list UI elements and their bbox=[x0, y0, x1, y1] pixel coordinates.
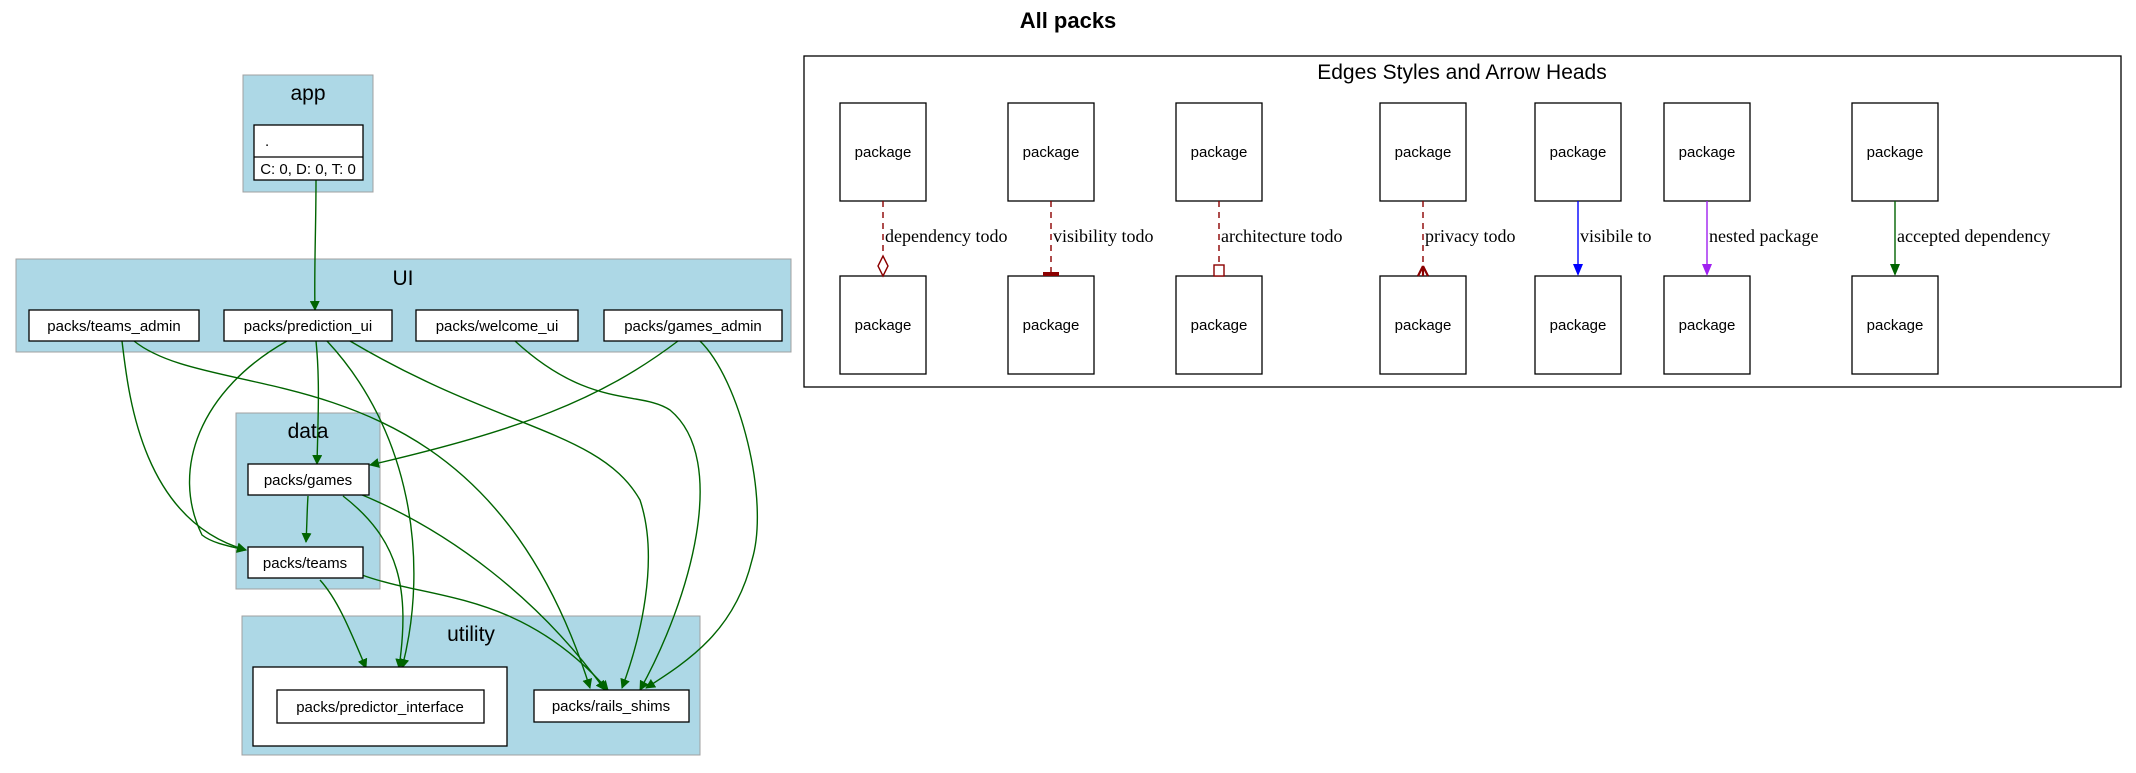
legend-title: Edges Styles and Arrow Heads bbox=[1317, 61, 1607, 84]
edge-welcome-ui-to-rails-shims bbox=[514, 340, 701, 691]
node-welcome-ui-label: packs/welcome_ui bbox=[436, 318, 559, 335]
legend-package-label: package bbox=[855, 144, 912, 161]
legend-item-architecture-todo: package package architecture todo bbox=[1175, 102, 1342, 375]
node-predictor-interface-label: packs/predictor_interface bbox=[296, 699, 464, 716]
node-games[interactable]: packs/games bbox=[247, 463, 370, 496]
legend-target-package: package bbox=[1007, 275, 1095, 375]
legend-package-label: package bbox=[1191, 144, 1248, 161]
legend-target-package: package bbox=[1663, 275, 1751, 375]
edge-games-to-teams bbox=[301, 495, 312, 543]
node-welcome-ui[interactable]: packs/welcome_ui bbox=[415, 309, 579, 342]
legend-source-package: package bbox=[1007, 102, 1095, 202]
node-root[interactable]: . C: 0, D: 0, T: 0 bbox=[253, 124, 364, 181]
edge-teams-to-rails-shims bbox=[361, 574, 609, 691]
legend-source-package: package bbox=[1534, 102, 1622, 202]
cluster-utility-label: utility bbox=[447, 623, 495, 646]
legend-edge-label: visibile to bbox=[1580, 226, 1652, 246]
node-teams[interactable]: packs/teams bbox=[247, 546, 364, 579]
legend-target-package: package bbox=[1175, 275, 1263, 375]
edge-root-to-prediction-ui bbox=[309, 179, 320, 311]
legend-package-label: package bbox=[1191, 317, 1248, 334]
legend-package-label: package bbox=[1550, 144, 1607, 161]
legend: Edges Styles and Arrow Heads packagepack… bbox=[803, 55, 2122, 388]
cluster-data-label: data bbox=[288, 420, 329, 443]
legend-package-label: package bbox=[1679, 144, 1736, 161]
normal-arrowhead bbox=[1702, 264, 1712, 276]
legend-package-label: package bbox=[1023, 317, 1080, 334]
edge-teams-admin-to-rails-shims bbox=[133, 340, 593, 689]
node-prediction-ui[interactable]: packs/prediction_ui bbox=[223, 309, 393, 342]
legend-package-label: package bbox=[1395, 317, 1452, 334]
legend-target-package: package bbox=[1534, 275, 1622, 375]
edge-games-admin-to-games bbox=[369, 340, 679, 468]
legend-edge-label: dependency todo bbox=[885, 226, 1007, 246]
node-root-name: . bbox=[265, 133, 269, 150]
node-rails-shims[interactable]: packs/rails_shims bbox=[533, 689, 690, 723]
graph-title: All packs bbox=[1020, 8, 1117, 33]
normal-arrowhead bbox=[1573, 264, 1583, 276]
edge-prediction-ui-to-games bbox=[312, 340, 323, 465]
node-predictor-interface[interactable]: packs/predictor_interface bbox=[252, 666, 508, 747]
legend-package-label: package bbox=[855, 317, 912, 334]
node-games-label: packs/games bbox=[264, 472, 352, 489]
legend-item-nested-package: package package nested package bbox=[1663, 102, 1818, 375]
legend-edge-label: architecture todo bbox=[1221, 226, 1342, 246]
edge-games-to-rails-shims bbox=[354, 491, 606, 691]
edge-prediction-ui-to-rails-shims bbox=[349, 340, 649, 689]
legend-package-label: package bbox=[1867, 317, 1924, 334]
edge-teams-to-predictor-interface bbox=[319, 579, 368, 669]
legend-edge-label: accepted dependency bbox=[1897, 226, 2050, 246]
node-teams-admin[interactable]: packs/teams_admin bbox=[28, 309, 200, 342]
edge-prediction-ui-to-predictor-interface bbox=[326, 340, 415, 669]
edge-games-to-predictor-interface bbox=[342, 495, 406, 669]
legend-target-package: package bbox=[1379, 275, 1467, 375]
node-teams-admin-label: packs/teams_admin bbox=[47, 318, 180, 335]
legend-package-label: package bbox=[1395, 144, 1452, 161]
legend-item-privacy-todo: package package privacy todo bbox=[1379, 102, 1515, 375]
legend-item-visibility-todo: package package visibility todo bbox=[1007, 102, 1154, 375]
node-prediction-ui-label: packs/prediction_ui bbox=[244, 318, 372, 335]
node-rails-shims-label: packs/rails_shims bbox=[552, 698, 670, 715]
legend-source-package: package bbox=[1175, 102, 1263, 202]
obox-arrowhead bbox=[1213, 264, 1225, 277]
dependency-edges bbox=[121, 179, 759, 691]
edge-prediction-ui-to-teams bbox=[188, 340, 288, 553]
node-teams-label: packs/teams bbox=[263, 555, 347, 572]
node-games-admin[interactable]: packs/games_admin bbox=[603, 309, 783, 342]
odiamond-arrowhead bbox=[877, 254, 889, 278]
legend-source-package: package bbox=[1379, 102, 1467, 202]
crow-arrowhead bbox=[1417, 265, 1429, 277]
legend-source-package: package bbox=[839, 102, 927, 202]
legend-package-label: package bbox=[1867, 144, 1924, 161]
edge-teams-admin-to-teams bbox=[121, 340, 247, 553]
node-root-stats: C: 0, D: 0, T: 0 bbox=[260, 161, 356, 178]
legend-edge-label: visibility todo bbox=[1053, 226, 1154, 246]
cluster-ui-label: UI bbox=[393, 267, 414, 290]
legend-package-label: package bbox=[1550, 317, 1607, 334]
legend-item-accepted-dependency: package package accepted dependency bbox=[1851, 102, 2050, 375]
legend-edge-label: nested package bbox=[1709, 226, 1818, 246]
legend-source-package: package bbox=[1851, 102, 1939, 202]
node-games-admin-label: packs/games_admin bbox=[624, 318, 762, 335]
legend-edge-label: privacy todo bbox=[1425, 226, 1515, 246]
legend-source-package: package bbox=[1663, 102, 1751, 202]
legend-package-label: package bbox=[1023, 144, 1080, 161]
legend-package-label: package bbox=[1679, 317, 1736, 334]
legend-target-package: package bbox=[839, 275, 927, 375]
cluster-app-label: app bbox=[290, 82, 325, 105]
tee-arrowhead bbox=[1043, 272, 1059, 276]
legend-target-package: package bbox=[1851, 275, 1939, 375]
legend-item-dependency-todo: package package dependency todo bbox=[839, 102, 1007, 375]
normal-arrowhead bbox=[1890, 264, 1900, 276]
edge-games-admin-to-rails-shims bbox=[645, 340, 759, 689]
legend-item-visibile-to: package package visibile to bbox=[1534, 102, 1652, 375]
